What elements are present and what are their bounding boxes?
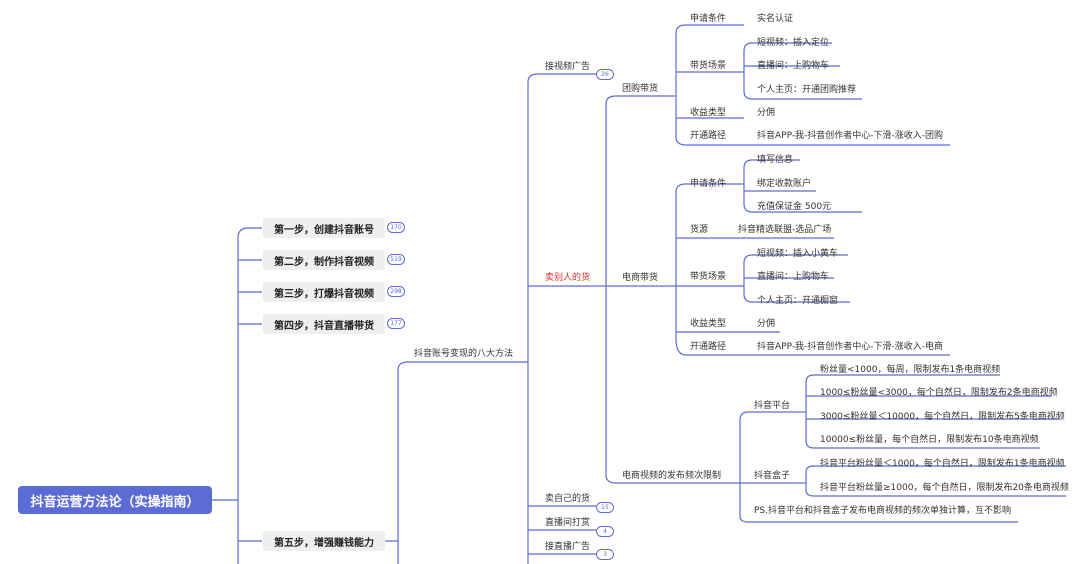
step-4-count-badge[interactable]: 177: [387, 318, 405, 329]
group-buy-node[interactable]: 团购带货: [622, 84, 659, 94]
step-1-count-badge[interactable]: 170: [387, 222, 405, 233]
ecom-apply-item[interactable]: 绑定收款账户: [757, 179, 812, 189]
method-live-ads-node[interactable]: 接直播广告: [545, 542, 591, 552]
method-sell-others-node[interactable]: 卖别人的货: [545, 273, 591, 283]
ecom-path-value[interactable]: 抖音APP-我-抖音创作者中心-下滑-涨收入-电商: [757, 342, 944, 352]
methods-title-node[interactable]: 抖音账号变现的八大方法: [414, 349, 514, 359]
step-2-count-badge[interactable]: 519: [387, 254, 405, 265]
group-apply-value[interactable]: 实名认证: [757, 14, 794, 24]
group-income-value[interactable]: 分佣: [757, 108, 776, 118]
freq-box-item[interactable]: 抖音平台粉丝量≥1000，每个自然日，限制发布20条电商视频: [820, 483, 1069, 493]
freq-platform-node[interactable]: 抖音平台: [754, 401, 791, 411]
ecom-apply-node[interactable]: 申请条件: [690, 179, 727, 189]
step-4-node[interactable]: 第四步，抖音直播带货: [263, 314, 385, 334]
group-apply-node[interactable]: 申请条件: [690, 14, 727, 24]
method-live-tips-count-badge[interactable]: 4: [596, 526, 614, 537]
ecom-node[interactable]: 电商带货: [622, 273, 659, 283]
ecom-apply-item[interactable]: 填写信息: [757, 155, 794, 165]
step-2-node[interactable]: 第二步，制作抖音视频: [263, 250, 385, 270]
group-income-node[interactable]: 收益类型: [690, 108, 727, 118]
group-scene-item[interactable]: 个人主页：开通团购推荐: [757, 85, 857, 95]
ecom-source-value[interactable]: 抖音精选联盟-选品广场: [738, 225, 832, 235]
freq-box-item[interactable]: 抖音平台粉丝量＜1000，每个自然日，限制发布1条电商视频: [820, 459, 1065, 469]
ecom-income-value[interactable]: 分佣: [757, 319, 776, 329]
ecom-scene-item[interactable]: 个人主页：开通橱窗: [757, 296, 839, 306]
step-3-count-badge[interactable]: 298: [387, 286, 405, 297]
step-3-node[interactable]: 第三步，打爆抖音视频: [263, 282, 385, 302]
group-scene-item[interactable]: 直播间：上购物车: [757, 61, 830, 71]
freq-platform-item[interactable]: 3000≤粉丝量＜10000，每个自然日，限制发布5条电商视频: [820, 412, 1065, 422]
method-live-tips-node[interactable]: 直播间打赏: [545, 518, 591, 528]
freq-box-node[interactable]: 抖音盒子: [754, 471, 791, 481]
ecom-income-node[interactable]: 收益类型: [690, 319, 727, 329]
step-1-node[interactable]: 第一步，创建抖音账号: [263, 218, 385, 238]
freq-note-node[interactable]: PS.抖音平台和抖音盒子发布电商视频的频次单独计算，互不影响: [754, 506, 1012, 516]
root-node[interactable]: 抖音运营方法论（实操指南）: [18, 486, 212, 514]
method-video-ads-node[interactable]: 接视频广告: [545, 62, 591, 72]
ecom-apply-item[interactable]: 充值保证金 500元: [757, 202, 832, 212]
group-scene-item[interactable]: 短视频：插入定位: [757, 38, 830, 48]
freq-platform-item[interactable]: 粉丝量<1000，每周，限制发布1条电商视频: [820, 365, 1001, 375]
method-sell-own-node[interactable]: 卖自己的货: [545, 494, 591, 504]
group-path-value[interactable]: 抖音APP-我-抖音创作者中心-下滑-涨收入-团购: [757, 131, 944, 141]
group-scene-node[interactable]: 带货场景: [690, 61, 727, 71]
method-live-ads-count-badge[interactable]: 3: [596, 549, 614, 560]
ecom-scene-node[interactable]: 带货场景: [690, 272, 727, 282]
method-video-ads-count-badge[interactable]: 26: [596, 69, 614, 80]
method-sell-own-count-badge[interactable]: 15: [596, 502, 614, 513]
ecom-source-node[interactable]: 货源: [690, 225, 709, 235]
step-5-node[interactable]: 第五步，增强赚钱能力: [263, 531, 385, 551]
freq-limit-node[interactable]: 电商视频的发布频次限制: [622, 471, 722, 481]
group-path-node[interactable]: 开通路径: [690, 131, 727, 141]
freq-platform-item[interactable]: 10000≤粉丝量，每个自然日，限制发布10条电商视频: [820, 435, 1039, 445]
ecom-path-node[interactable]: 开通路径: [690, 342, 727, 352]
ecom-scene-item[interactable]: 短视频：插入小黄车: [757, 249, 839, 259]
freq-platform-item[interactable]: 1000≤粉丝量<3000，每个自然日，限制发布2条电商视频: [820, 388, 1058, 398]
ecom-scene-item[interactable]: 直播间：上购物车: [757, 272, 830, 282]
